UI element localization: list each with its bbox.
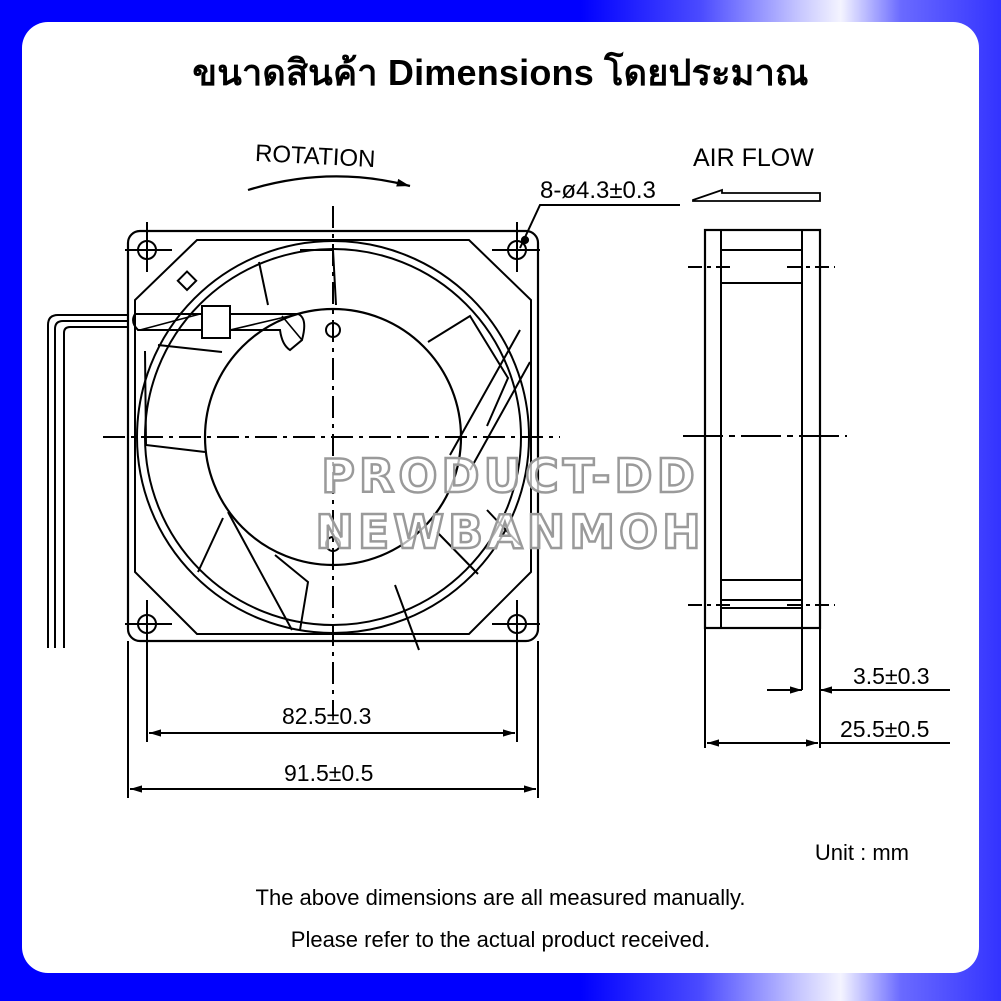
watermark: PRODUCT-DD NEWBANMOH bbox=[314, 448, 704, 561]
overall-width-dimension: 91.5±0.5 bbox=[284, 760, 374, 786]
rotation-arrow-icon bbox=[247, 175, 411, 192]
hole-spec-label: 8-ø4.3±0.3 bbox=[540, 177, 656, 204]
airflow-arrow-icon bbox=[692, 188, 821, 202]
hole-pitch-dimension: 82.5±0.3 bbox=[282, 703, 372, 729]
watermark-line1: PRODUCT-DD bbox=[321, 449, 699, 503]
unit-label: Unit : mm bbox=[814, 840, 909, 865]
front-view bbox=[47, 175, 680, 798]
disclaimer-line1: The above dimensions are all measured ma… bbox=[255, 885, 746, 910]
side-view bbox=[683, 188, 950, 748]
mounting-holes bbox=[125, 222, 540, 648]
disclaimer-line2: Please refer to the actual product recei… bbox=[290, 927, 711, 952]
overall-depth-dimension: 25.5±0.5 bbox=[840, 716, 930, 742]
page-title: ขนาดสินค้า Dimensions โดยประมาณ bbox=[192, 52, 809, 93]
flange-thickness-dimension: 3.5±0.3 bbox=[853, 663, 930, 689]
watermark-line2: NEWBANMOH bbox=[315, 505, 704, 559]
airflow-label: AIR FLOW bbox=[693, 144, 814, 172]
